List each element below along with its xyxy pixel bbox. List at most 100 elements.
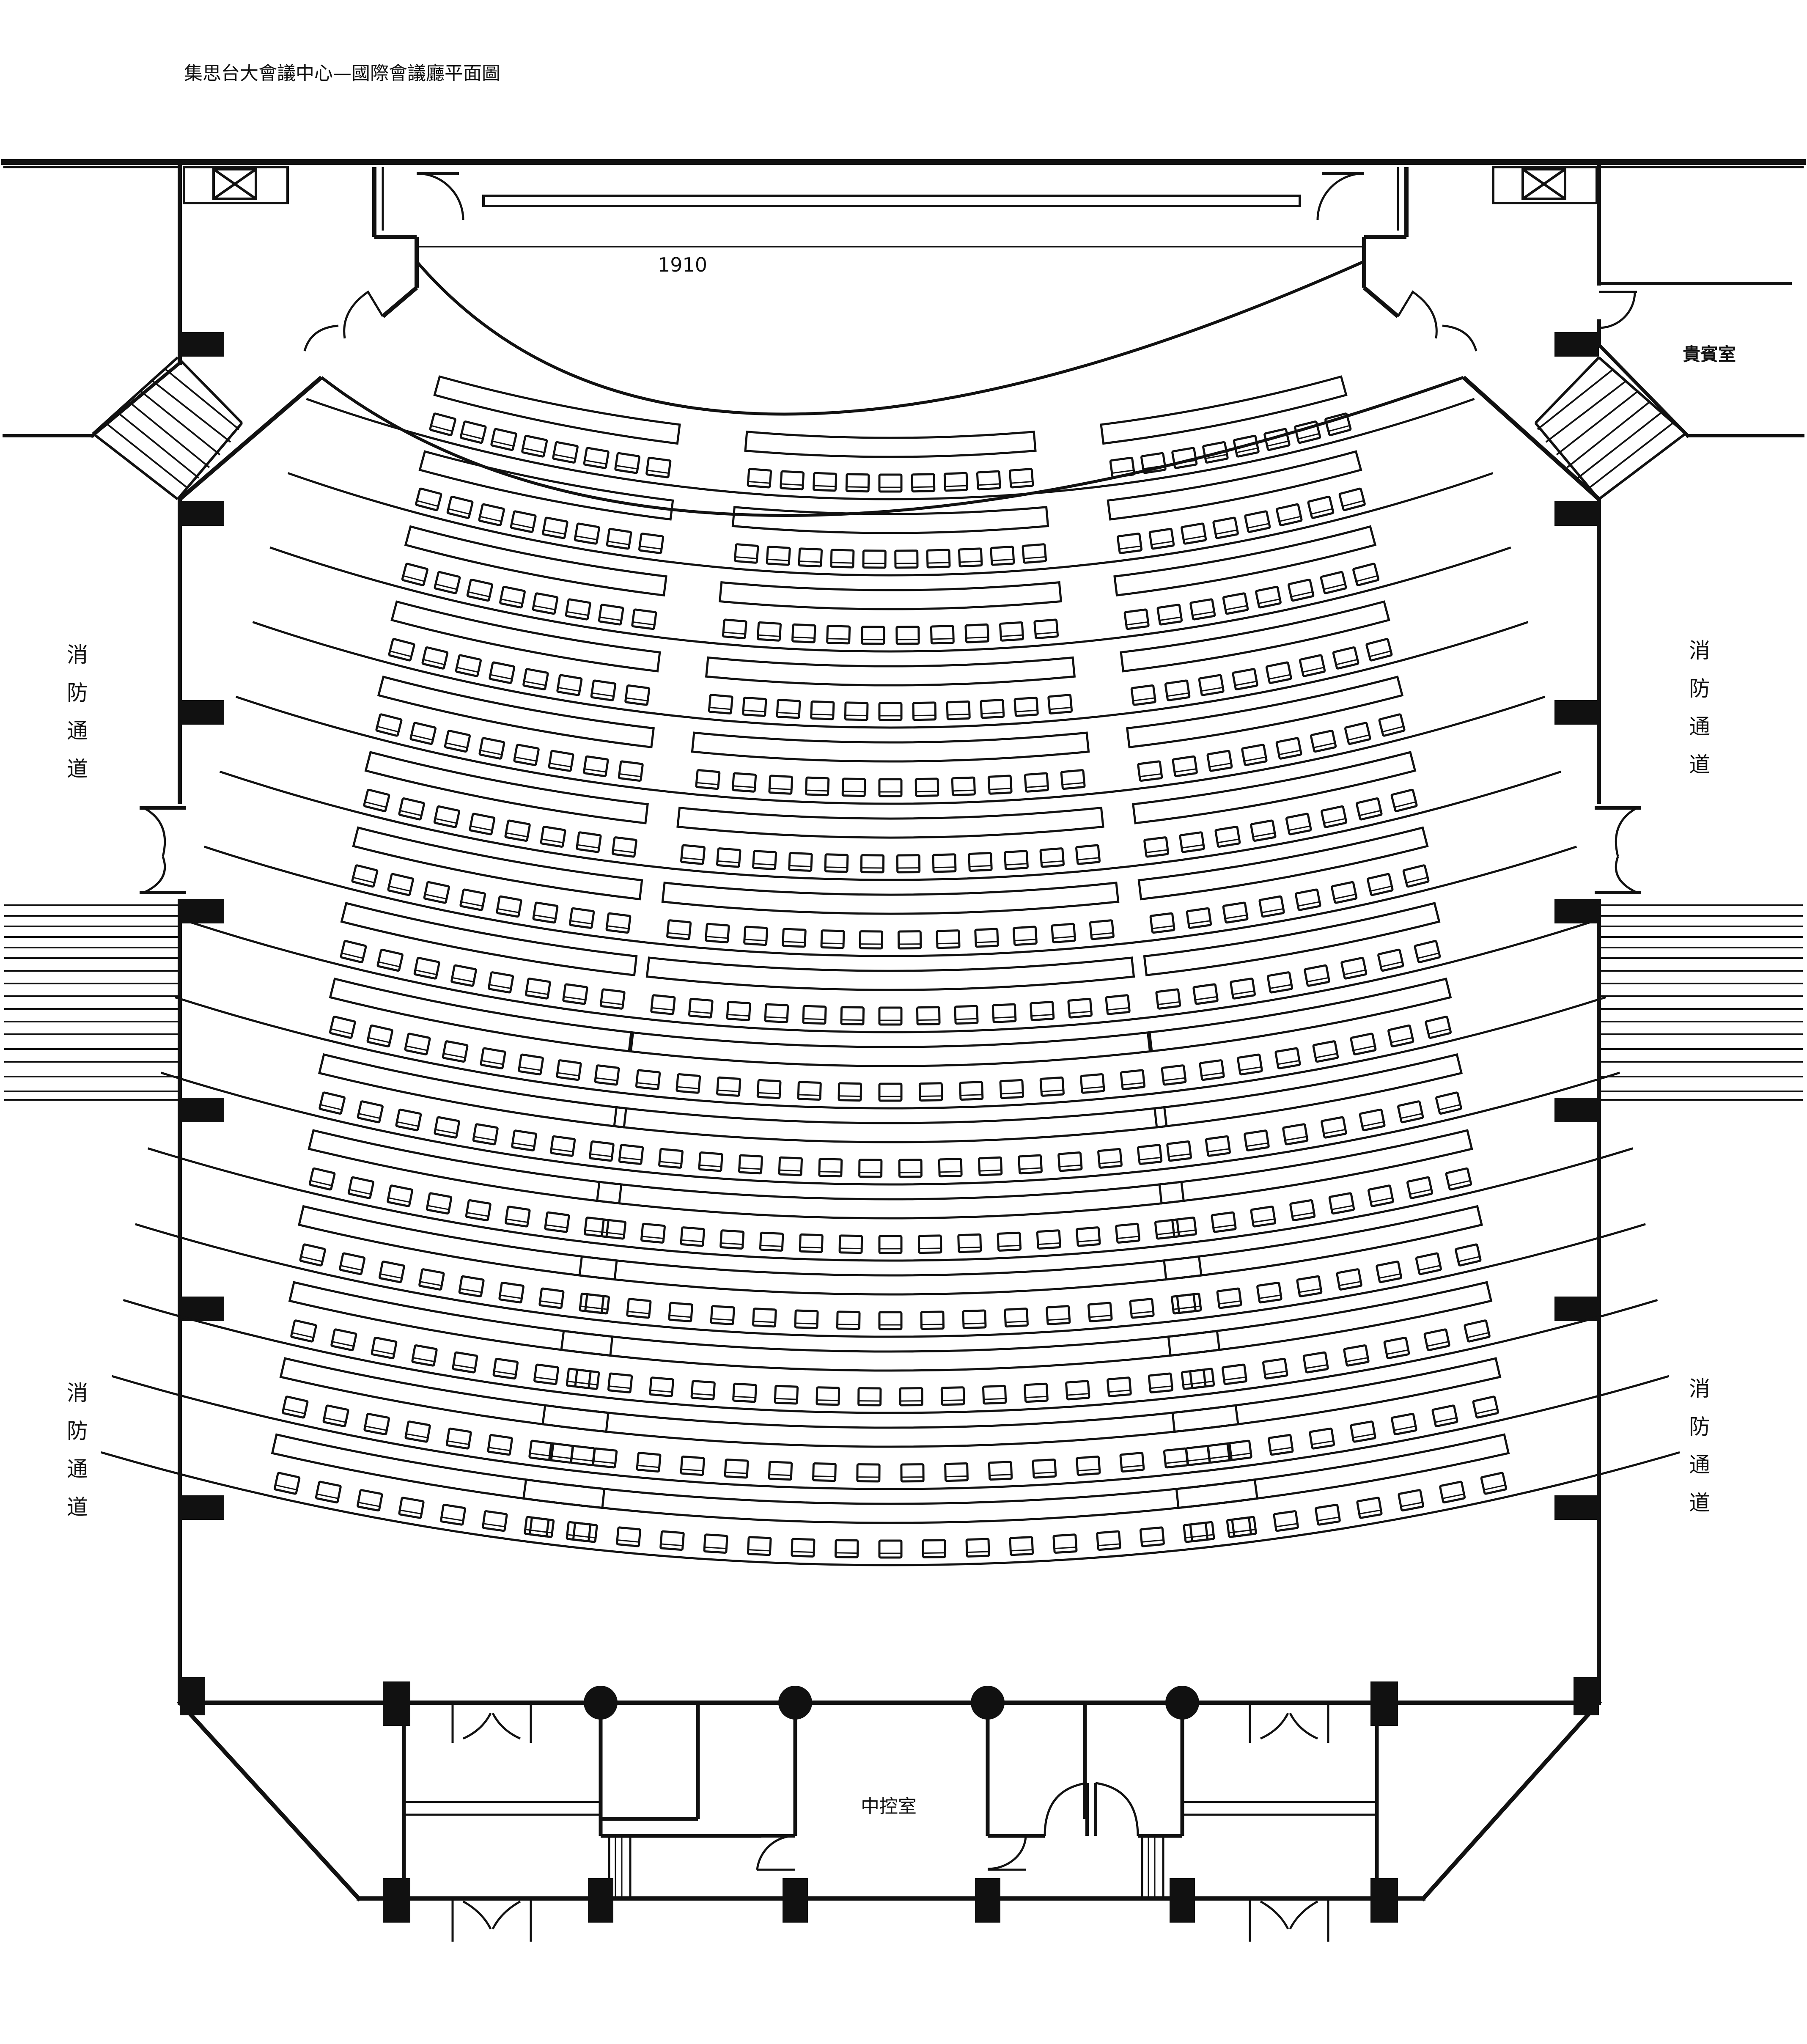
chair <box>1119 1452 1145 1473</box>
chair <box>666 919 692 940</box>
chair <box>290 1319 317 1343</box>
chair <box>1414 940 1441 964</box>
chair <box>1137 1144 1163 1165</box>
chair <box>1176 1292 1202 1314</box>
chair <box>576 831 602 853</box>
chair <box>565 598 591 621</box>
desk <box>404 525 667 597</box>
svg-text:通: 通 <box>67 719 88 743</box>
chair <box>598 604 624 626</box>
chair <box>599 988 626 1010</box>
stage-width-label: 1910 <box>658 253 707 276</box>
chair <box>1130 684 1156 706</box>
chair <box>1075 844 1101 865</box>
desk <box>676 806 1104 839</box>
tier-line <box>111 1375 1670 1490</box>
chair <box>1415 1252 1442 1275</box>
chair <box>499 585 526 609</box>
seat-row <box>101 1433 1680 1566</box>
desk <box>433 375 681 445</box>
chair <box>528 1440 555 1462</box>
chair <box>946 700 971 720</box>
chair <box>780 470 805 491</box>
tier-line <box>147 1147 1634 1262</box>
chair <box>898 1159 923 1178</box>
chair <box>812 1462 837 1482</box>
desk <box>541 1404 1239 1448</box>
chair <box>1255 585 1282 609</box>
chair <box>1089 919 1115 940</box>
chair <box>1233 434 1260 458</box>
chair <box>1367 873 1394 896</box>
chair <box>640 1223 666 1244</box>
chair <box>1202 441 1229 464</box>
seat-row <box>287 450 1494 577</box>
chair <box>631 608 657 630</box>
chair <box>1211 1211 1237 1233</box>
chair <box>538 1287 565 1309</box>
chair <box>1378 713 1406 737</box>
chair <box>1060 769 1086 790</box>
chair <box>1079 1073 1105 1094</box>
seat-row <box>204 826 1577 957</box>
chair <box>319 1091 346 1115</box>
chair <box>429 412 456 436</box>
chair <box>716 847 741 868</box>
desk <box>329 977 632 1052</box>
chair <box>1258 895 1285 918</box>
chair <box>798 547 823 568</box>
chair <box>1312 1040 1339 1063</box>
chair <box>688 997 714 1019</box>
chair <box>747 468 772 489</box>
chair <box>1431 1404 1458 1428</box>
chair <box>1464 1319 1491 1343</box>
chair <box>752 850 777 870</box>
chair <box>504 1206 531 1228</box>
fire-passage-lower-right: 消 防 通 道 <box>1689 1376 1710 1515</box>
chair <box>962 1309 987 1330</box>
chair <box>496 895 522 918</box>
chair <box>838 1082 862 1102</box>
chair <box>841 777 866 797</box>
chair <box>556 674 583 696</box>
chair <box>480 1047 506 1069</box>
chair <box>1250 1206 1277 1228</box>
chair <box>943 472 969 492</box>
chair <box>1383 1336 1410 1360</box>
chair <box>1221 1363 1247 1385</box>
hall-upper-walls <box>178 376 1601 501</box>
chair <box>583 755 609 777</box>
chair <box>954 1005 979 1025</box>
chair <box>540 826 566 848</box>
chair <box>466 579 493 602</box>
seat-row <box>135 1205 1646 1338</box>
chair <box>658 1148 684 1169</box>
chair <box>768 1461 793 1481</box>
chair <box>978 1156 1003 1176</box>
chair <box>1340 956 1368 980</box>
chair <box>932 853 957 873</box>
chair <box>347 1176 375 1199</box>
chair <box>897 930 922 950</box>
chair <box>695 769 721 790</box>
chair <box>322 1404 349 1428</box>
chair <box>782 928 807 948</box>
chair <box>1033 618 1059 640</box>
chair <box>444 730 471 753</box>
chair <box>1003 850 1029 870</box>
desk <box>596 1181 1185 1220</box>
desk <box>418 450 674 521</box>
chair <box>1344 722 1371 745</box>
chair <box>820 929 845 949</box>
svg-text:防: 防 <box>1689 676 1710 701</box>
outer-walls <box>1 159 1806 1902</box>
svg-text:消: 消 <box>1689 638 1710 663</box>
desk <box>629 1031 1151 1067</box>
chair <box>487 971 514 994</box>
desk <box>744 430 1037 458</box>
chair <box>999 621 1024 642</box>
chair <box>764 1003 789 1023</box>
chair <box>1377 948 1404 972</box>
chair <box>1273 1510 1299 1532</box>
chair <box>1425 1016 1452 1039</box>
